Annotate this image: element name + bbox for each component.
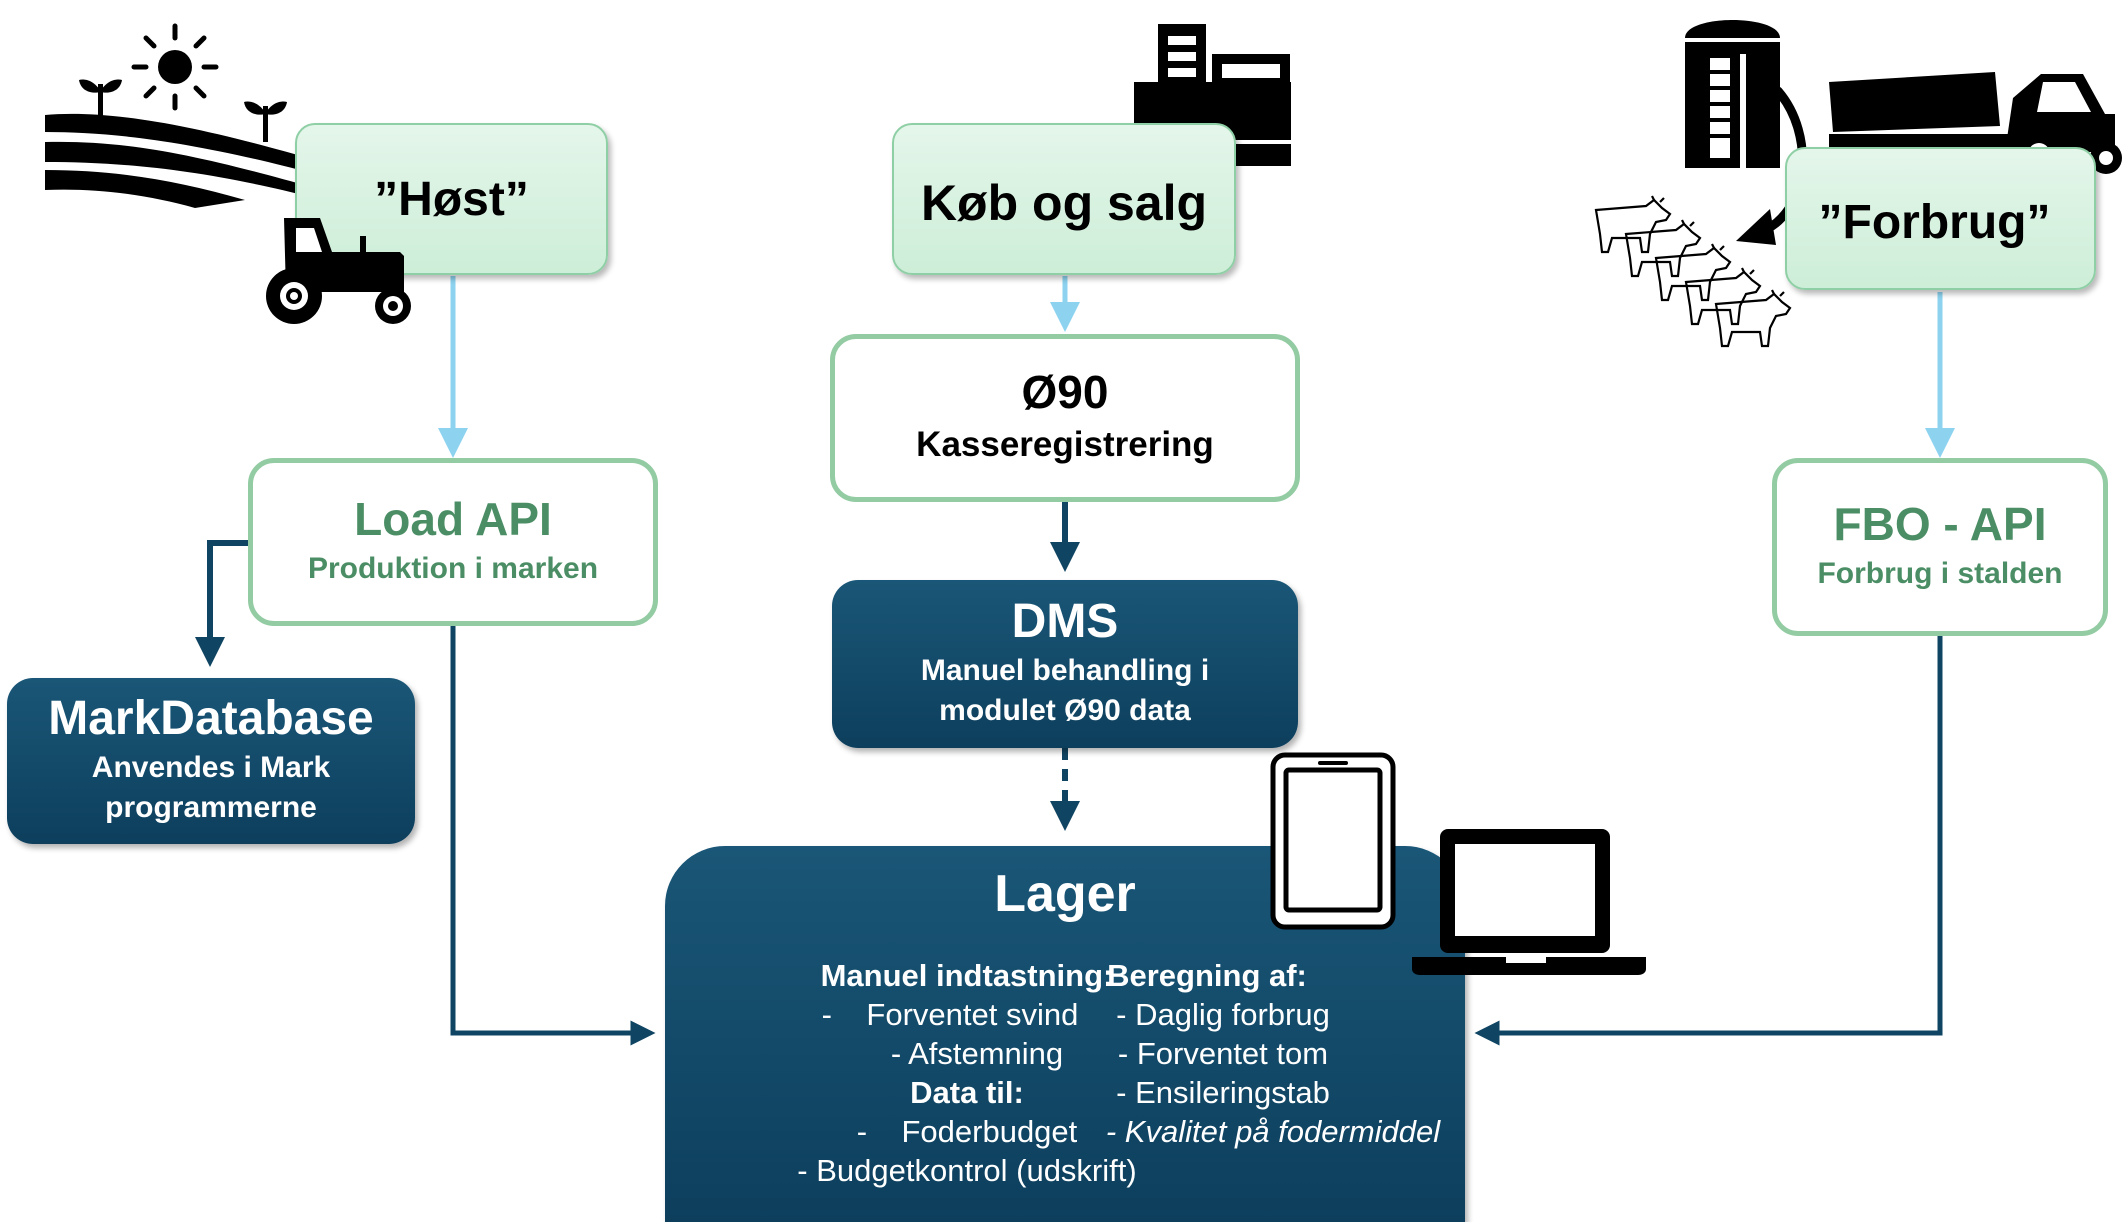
markdatabase-title: MarkDatabase (48, 692, 374, 746)
tractor-icon (266, 218, 411, 324)
cows-icon (1594, 195, 1792, 348)
lager-left-item3: - Foderbudget (856, 1114, 1078, 1149)
lager-left-heading1: Manuel indtastning: (820, 958, 1114, 993)
arrow-fbo-api-to-lager (1474, 636, 1943, 1046)
lager-box: Lager Manuel indtastning: - Forventet sv… (665, 846, 1465, 1222)
load-api-title: Load API (354, 493, 552, 546)
lager-title: Lager (994, 865, 1136, 923)
fbo-api-title: FBO - API (1833, 498, 2047, 551)
markdatabase-line2: programmerne (105, 791, 317, 825)
o90-box: Ø90 Kasseregistrering (830, 334, 1300, 502)
lager-right-column: Beregning af: - Daglig forbrug - Forvent… (1055, 956, 1535, 1151)
source-forbrug-label: ”Forbrug” (1818, 196, 2051, 249)
field-icon (45, 79, 315, 208)
silo-icon (1685, 20, 1780, 168)
arrow-load-api-to-markdatabase (195, 540, 250, 667)
lager-right-item3: - Ensileringstab (1116, 1075, 1330, 1110)
dms-title: DMS (1011, 595, 1119, 649)
load-api-subtitle: Produktion i marken (307, 552, 599, 586)
dms-line2: modulet Ø90 data (939, 694, 1191, 728)
source-kob-og-salg: Køb og salg (892, 123, 1236, 275)
lager-left-item2: - Afstemning (890, 1036, 1064, 1071)
lager-right-item2: - Forventet tom (1117, 1036, 1329, 1071)
o90-subtitle: Kasseregistrering (916, 424, 1214, 464)
source-host-label: ”Høst” (374, 172, 529, 226)
load-api-box: Load API Produktion i marken (248, 458, 658, 626)
dms-box: DMS Manuel behandling i modulet Ø90 data (832, 580, 1298, 748)
lager-right-item4: - Kvalitet på fodermiddel (1105, 1114, 1441, 1149)
source-kob-label: Køb og salg (920, 175, 1208, 231)
markdatabase-line1: Anvendes i Mark (91, 750, 331, 784)
source-forbrug: ”Forbrug” (1785, 147, 2096, 290)
lager-left-item4: - Budgetkontrol (udskrift) (797, 1153, 1137, 1188)
dms-line1: Manuel behandling i (920, 653, 1210, 687)
lager-left-item1: - Forventet svind (821, 997, 1079, 1032)
arrow-load-api-to-lager (450, 626, 656, 1046)
lager-left-heading2: Data til: (910, 1075, 1024, 1110)
markdatabase-box: MarkDatabase Anvendes i Mark programmern… (7, 678, 415, 844)
o90-title: Ø90 (1021, 366, 1109, 419)
lager-right-item1: - Daglig forbrug (1116, 997, 1330, 1032)
laptop-icon (1412, 829, 1646, 975)
lager-left-column: Manuel indtastning: - Forventet svind - … (665, 956, 1235, 1190)
tablet-icon (1270, 752, 1396, 930)
fbo-api-subtitle: Forbrug i stalden (1817, 557, 2063, 591)
source-host: ”Høst” (295, 123, 608, 275)
sun-icon (131, 23, 219, 111)
lager-right-heading: Beregning af: (1107, 958, 1307, 993)
fbo-api-box: FBO - API Forbrug i stalden (1772, 458, 2108, 636)
